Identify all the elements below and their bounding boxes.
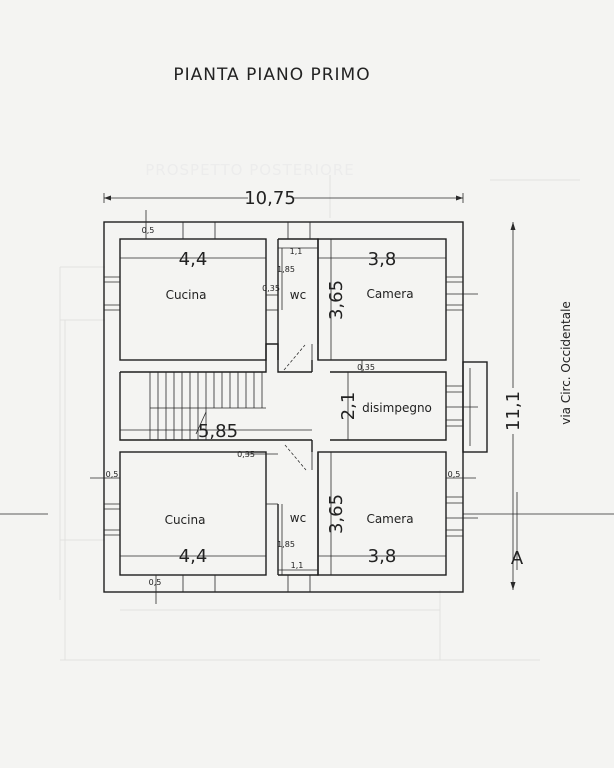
interior-dimension-lines	[90, 210, 478, 604]
wall-right-thickness: 0,5	[448, 470, 461, 479]
top-bedroom-label: Camera	[366, 287, 413, 301]
stair-treads	[149, 372, 266, 440]
top-wc-label: wc	[290, 288, 306, 302]
section-mark: A	[511, 548, 524, 569]
wall-left-thickness: 0,5	[106, 470, 119, 479]
landing-label: disimpegno	[362, 401, 432, 415]
bottom-bedroom-depth: 3,65	[326, 494, 347, 534]
wall-top-thickness: 0,5	[142, 226, 155, 235]
bottom-wc-label: wc	[290, 511, 306, 525]
top-bedroom-width: 3,8	[368, 249, 397, 270]
sheet-title: PIANTA PIANO PRIMO	[173, 65, 370, 85]
overall-width-dimension	[103, 186, 464, 203]
section-line-a	[0, 492, 614, 570]
bottom-wc-width: 1,1	[291, 561, 304, 570]
street-label: via Circ. Occidentale	[559, 301, 573, 425]
door-swings	[283, 344, 319, 471]
stairs-width: 5,85	[198, 421, 238, 442]
overall-width-label: 10,75	[244, 188, 296, 209]
background-bleed	[59, 175, 580, 661]
top-wc-width: 1,1	[290, 247, 303, 256]
bottom-kitchen-walls	[119, 451, 267, 576]
bottom-bedroom-width: 3,8	[368, 546, 397, 567]
windows	[104, 222, 463, 592]
landing-wall-top: 0,35	[357, 363, 375, 372]
landing-depth: 2,1	[338, 392, 359, 421]
top-wc-wall: 0,35	[262, 284, 280, 293]
top-wc-depth: 1,85	[277, 265, 295, 274]
landing-wall-bottom: 0,35	[237, 450, 255, 459]
wall-bottom-thickness: 0,5	[149, 578, 162, 587]
top-kitchen-walls	[119, 238, 267, 361]
bottom-bedroom-label: Camera	[366, 512, 413, 526]
bottom-bedroom-walls	[317, 451, 447, 576]
bottom-kitchen-width: 4,4	[179, 546, 208, 567]
top-bedroom-depth: 3,65	[326, 280, 347, 320]
overall-depth-label: 11,1	[503, 391, 524, 431]
overall-depth-dimension	[504, 222, 522, 590]
top-kitchen-label: Cucina	[166, 288, 207, 302]
bottom-kitchen-label: Cucina	[165, 513, 206, 527]
top-bedroom-walls	[317, 238, 447, 361]
top-kitchen-width: 4,4	[179, 249, 208, 270]
ghost-title: PROSPETTO POSTERIORE	[145, 161, 355, 179]
bottom-wc-depth: 1,85	[277, 540, 295, 549]
